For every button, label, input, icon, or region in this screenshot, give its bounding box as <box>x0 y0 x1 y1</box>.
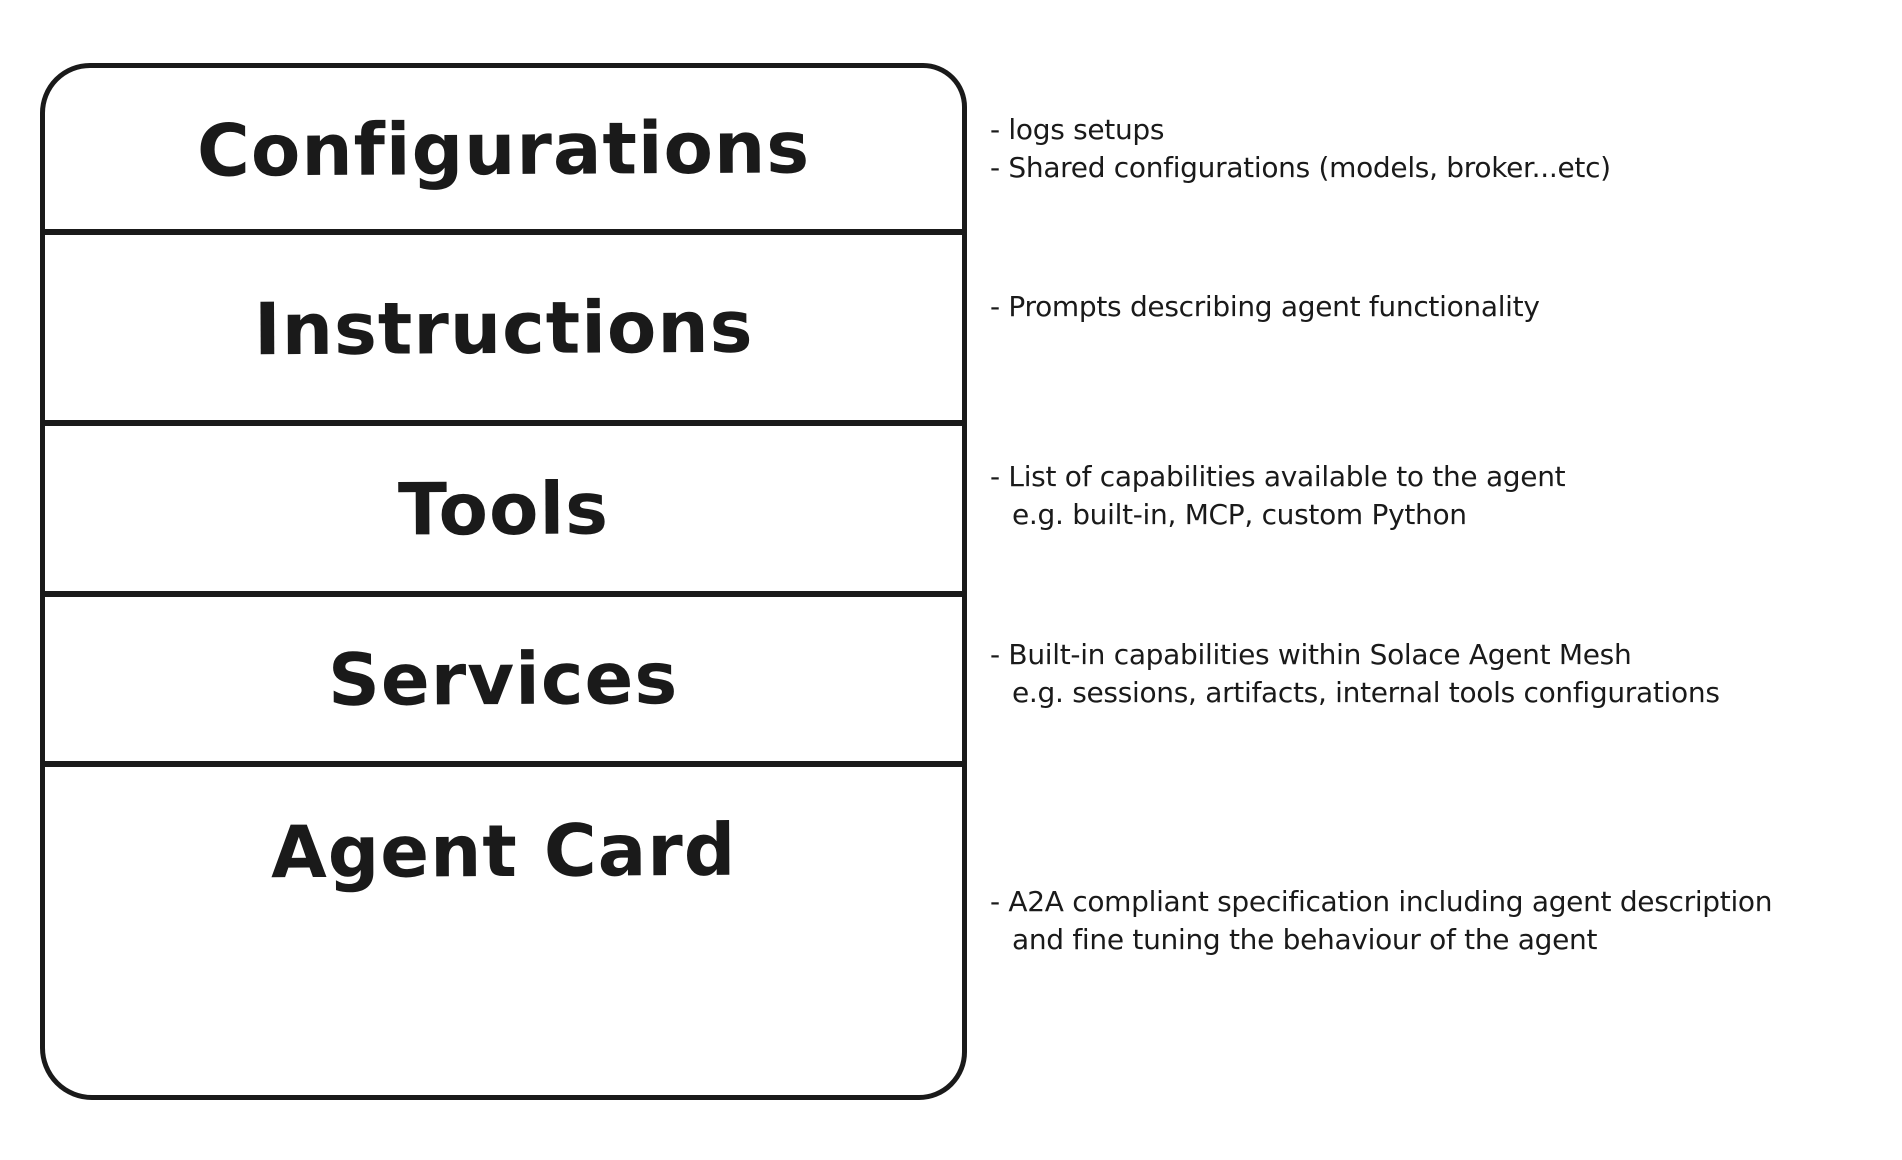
note-line: and fine tuning the behaviour of the age… <box>1012 923 1598 956</box>
note-line: - Built-in capabilities within Solace Ag… <box>990 638 1632 671</box>
agent-stack-box: Configurations Instructions Tools Servic… <box>40 63 967 1100</box>
section-label-configurations: Configurations <box>196 104 811 193</box>
note-line: - logs setups <box>990 113 1165 146</box>
note-line: e.g. sessions, artifacts, internal tools… <box>1012 676 1720 709</box>
section-configurations: Configurations <box>45 68 962 229</box>
section-agent-card: Agent Card <box>45 761 962 1095</box>
note-line: e.g. built-in, MCP, custom Python <box>1012 498 1467 531</box>
section-services: Services <box>45 591 962 761</box>
section-label-tools: Tools <box>397 465 610 552</box>
note-line: - Shared configurations (models, broker.… <box>990 151 1611 184</box>
note-line: - List of capabilities available to the … <box>990 460 1566 493</box>
note-configurations: - logs setups - Shared configurations (m… <box>990 111 1611 187</box>
note-instructions: - Prompts describing agent functionality <box>990 288 1540 326</box>
note-agent-card: - A2A compliant specification including … <box>990 883 1773 959</box>
section-label-services: Services <box>328 636 679 722</box>
section-label-agent-card: Agent Card <box>270 807 737 895</box>
section-label-instructions: Instructions <box>253 284 754 371</box>
note-services: - Built-in capabilities within Solace Ag… <box>990 636 1720 712</box>
section-instructions: Instructions <box>45 229 962 420</box>
note-line: - A2A compliant specification including … <box>990 885 1773 918</box>
section-tools: Tools <box>45 420 962 591</box>
note-line: - Prompts describing agent functionality <box>990 290 1540 323</box>
note-tools: - List of capabilities available to the … <box>990 458 1566 534</box>
